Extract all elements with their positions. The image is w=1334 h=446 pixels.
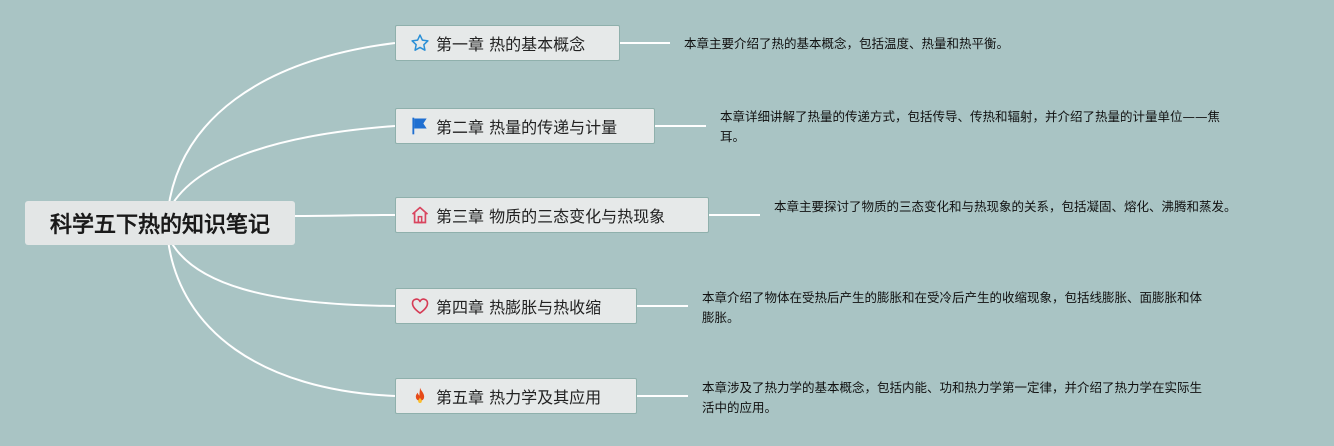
branch-link-5 bbox=[167, 239, 396, 397]
chapter-3-label: 第三章 物质的三态变化与热现象 bbox=[436, 207, 666, 226]
chapter-3-description: 本章主要探讨了物质的三态变化和与热现象的关系，包括凝固、熔化、沸腾和蒸发。 bbox=[774, 199, 1237, 214]
chapter-2-description: 本章详细讲解了热量的传递方式，包括传导、传热和辐射，并介绍了热量的计量单位——焦… bbox=[720, 109, 1221, 144]
branch-link-3 bbox=[294, 214, 396, 217]
chapter-5-label: 第五章 热力学及其应用 bbox=[436, 388, 602, 407]
chapter-2-node[interactable]: 第二章 热量的传递与计量 bbox=[395, 108, 655, 144]
chapter-5-description: 本章涉及了热力学的基本概念，包括内能、功和热力学第一定律，并介绍了热力学在实际生… bbox=[702, 380, 1203, 415]
branch-link-4 bbox=[167, 235, 396, 307]
root-topic[interactable]: 科学五下热的知识笔记 bbox=[25, 201, 295, 245]
chapter-3-node[interactable]: 第三章 物质的三态变化与热现象 bbox=[395, 197, 709, 233]
chapter-1-label: 第一章 热的基本概念 bbox=[436, 35, 586, 54]
home-icon bbox=[410, 205, 430, 225]
chapter-4-label: 第四章 热膨胀与热收缩 bbox=[436, 298, 602, 317]
heart-icon bbox=[410, 296, 430, 316]
root-topic-title: 科学五下热的知识笔记 bbox=[49, 213, 270, 238]
chapter-4-node[interactable]: 第四章 热膨胀与热收缩 bbox=[395, 288, 637, 324]
branch-link-2 bbox=[167, 125, 396, 213]
chapter-4-description: 本章介绍了物体在受热后产生的膨胀和在受冷后产生的收缩现象，包括线膨胀、面膨胀和体… bbox=[702, 290, 1203, 325]
branch-link-1 bbox=[167, 42, 396, 211]
flag-icon bbox=[410, 116, 430, 136]
fire-icon bbox=[410, 386, 430, 406]
star-icon bbox=[410, 33, 430, 53]
chapter-1-description: 本章主要介绍了热的基本概念，包括温度、热量和热平衡。 bbox=[684, 36, 1010, 51]
chapter-5-node[interactable]: 第五章 热力学及其应用 bbox=[395, 378, 637, 414]
chapter-2-label: 第二章 热量的传递与计量 bbox=[436, 118, 618, 137]
chapter-1-node[interactable]: 第一章 热的基本概念 bbox=[395, 25, 620, 61]
